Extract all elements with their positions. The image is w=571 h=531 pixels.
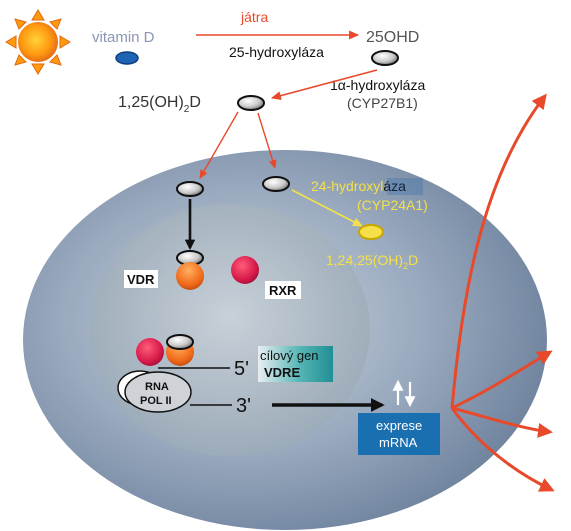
vitamin-d-label: vitamin D — [92, 29, 155, 46]
cyp24a1-label: (CYP24A1) — [357, 197, 428, 213]
calcitriol-molecule — [237, 95, 265, 111]
five-prime-label: 5' — [234, 358, 249, 380]
rxr-bound — [136, 338, 164, 366]
mrna-expression-box — [358, 413, 440, 455]
cytoplasm-molecule-right — [262, 176, 290, 192]
vdr-label-box — [124, 270, 158, 288]
nucleus — [90, 204, 370, 456]
ohd-25-label: 25OHD — [366, 29, 419, 46]
kidney-arrow — [270, 69, 378, 101]
rxr-label-box — [265, 281, 301, 299]
rna-pol-label-2: POL II — [140, 395, 172, 407]
cyp27b1-label: (CYP27B1) — [347, 95, 418, 111]
ohd-25-molecule — [371, 50, 399, 66]
vitamin-d-molecule — [115, 51, 139, 65]
rxr-label: RXR — [269, 283, 297, 298]
hydroxylase-24-label: 24-hydroxyláza — [311, 178, 406, 194]
mrna-label-2: mRNA — [379, 435, 418, 450]
rxr-protein — [231, 256, 259, 284]
vdre-label: VDRE — [264, 365, 300, 380]
hydroxylase-24-highlight — [387, 178, 423, 195]
effect-arrow-upper — [451, 350, 553, 410]
entry-arrow-left — [199, 111, 239, 179]
cytoplasm-molecule-left — [176, 181, 204, 197]
vdr-protein — [176, 262, 204, 290]
vdre-box — [258, 346, 333, 382]
effect-arrow-top — [450, 93, 547, 409]
metabolite-molecule — [358, 224, 384, 240]
liver-label: játra — [240, 9, 268, 25]
effect-arrow-bottom — [450, 407, 555, 492]
target-gene-label: cílový gen — [260, 348, 319, 363]
effect-arrow-middle — [451, 406, 553, 438]
rna-pol-ii — [124, 371, 192, 413]
metabolite-label: 1,24,25(OH)2D — [326, 252, 418, 271]
catabolism-arrow — [291, 189, 363, 227]
mrna-label-1: exprese — [376, 418, 422, 433]
calcitriol-label: 1,25(OH)2D — [118, 94, 201, 115]
entry-arrow-right — [257, 112, 277, 169]
bound-molecule — [166, 334, 194, 350]
vdr-label: VDR — [127, 272, 155, 287]
hydroxylase-25-label: 25-hydroxyláza — [229, 44, 324, 60]
hydroxylase-1a-label: 1α-hydroxyláza — [330, 77, 425, 93]
three-prime-label: 3' — [236, 395, 251, 417]
sun-icon — [5, 9, 71, 75]
rna-pol-label-1: RNA — [145, 381, 169, 393]
